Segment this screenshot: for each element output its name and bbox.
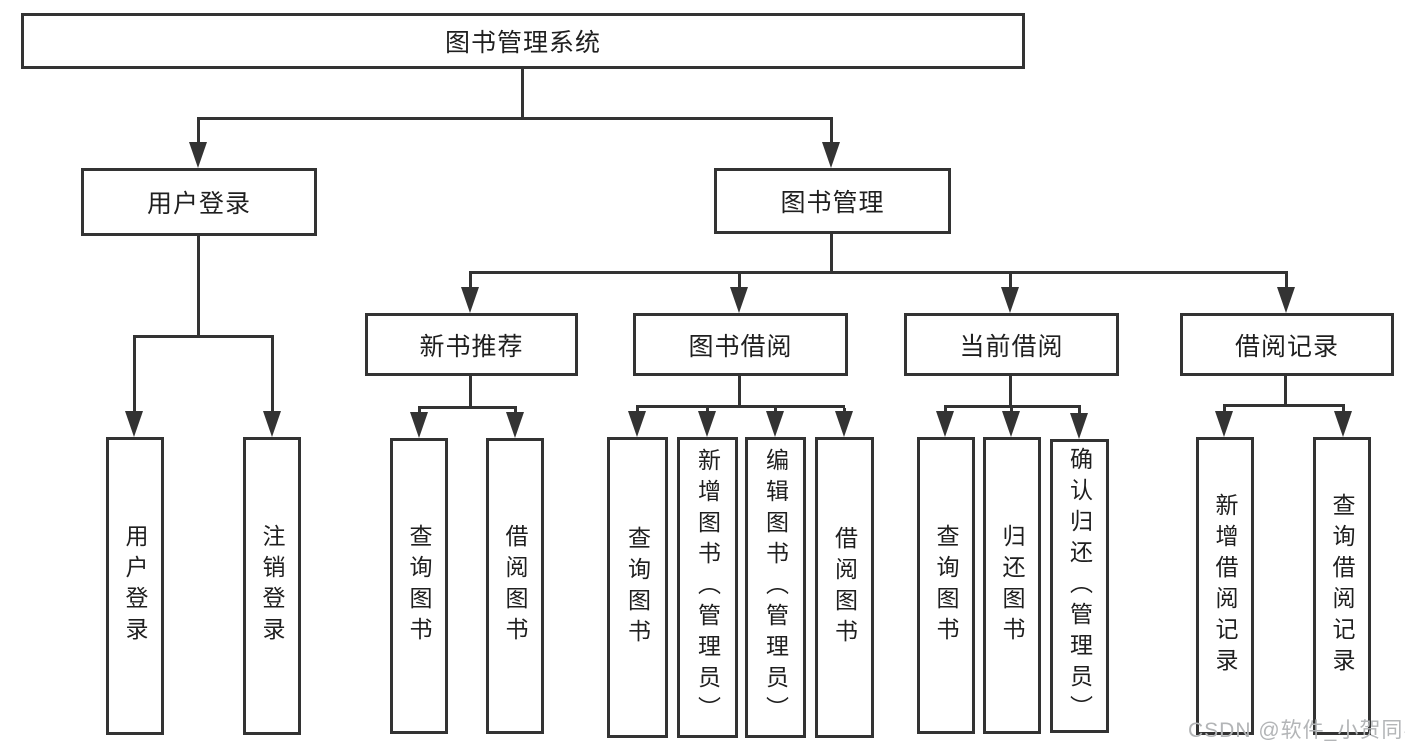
arrow-down-icon — [1070, 408, 1088, 439]
arrow-down-icon — [835, 408, 853, 437]
node-book-management: 图书管理 — [714, 168, 951, 234]
connector-line — [944, 405, 1081, 408]
arrow-down-icon — [936, 408, 954, 437]
arrow-down-icon — [628, 408, 646, 437]
connector-line — [521, 69, 524, 119]
connector-line — [738, 376, 741, 408]
node-leaf-query-book-3: 查询图书 — [917, 437, 975, 734]
node-leaf-edit-book-admin: 编辑图书（管理员） — [745, 437, 806, 738]
arrow-down-icon — [410, 409, 428, 438]
connector-line — [1009, 376, 1012, 408]
connector-line — [133, 335, 274, 338]
connector-line — [197, 234, 200, 338]
arrow-down-icon — [506, 409, 524, 438]
node-current-borrow: 当前借阅 — [904, 313, 1119, 376]
node-leaf-query-borrow-record: 查询借阅记录 — [1313, 437, 1371, 735]
arrow-down-icon — [125, 338, 143, 437]
node-root: 图书管理系统 — [21, 13, 1025, 69]
arrow-down-icon — [1334, 407, 1352, 437]
node-leaf-query-book-1: 查询图书 — [390, 438, 448, 734]
node-borrow-records: 借阅记录 — [1180, 313, 1394, 376]
connector-line — [1223, 404, 1345, 407]
watermark: CSDN @软件_小贺同学 — [1188, 719, 1405, 742]
arrow-down-icon — [189, 120, 207, 168]
node-leaf-user-login: 用户登录 — [106, 437, 164, 735]
arrow-down-icon — [766, 408, 784, 437]
node-leaf-query-book-2: 查询图书 — [607, 437, 668, 738]
connector-line — [636, 405, 845, 408]
node-leaf-confirm-return-admin: 确认归还（管理员） — [1050, 439, 1109, 733]
node-new-book-recommend: 新书推荐 — [365, 313, 578, 376]
node-book-borrow: 图书借阅 — [633, 313, 848, 376]
connector-line — [830, 234, 833, 274]
arrow-down-icon — [1001, 274, 1019, 313]
node-user-login: 用户登录 — [81, 168, 317, 236]
connector-line — [469, 271, 1288, 274]
node-leaf-logout: 注销登录 — [243, 437, 301, 735]
arrow-down-icon — [698, 408, 716, 437]
node-leaf-add-book-admin: 新增图书（管理员） — [677, 437, 738, 738]
connector-line — [418, 406, 517, 409]
arrow-down-icon — [461, 274, 479, 313]
node-leaf-return-book: 归还图书 — [983, 437, 1041, 734]
node-leaf-add-borrow-record: 新增借阅记录 — [1196, 437, 1254, 735]
arrow-down-icon — [263, 338, 281, 437]
arrow-down-icon — [1277, 274, 1295, 313]
connector-line — [1284, 376, 1287, 407]
node-leaf-borrow-book-1: 借阅图书 — [486, 438, 544, 734]
connector-line — [469, 376, 472, 409]
connector-line — [197, 117, 833, 120]
arrow-down-icon — [1215, 407, 1233, 437]
arrow-down-icon — [730, 274, 748, 313]
arrow-down-icon — [1002, 408, 1020, 437]
node-leaf-borrow-book-2: 借阅图书 — [815, 437, 874, 738]
arrow-down-icon — [822, 120, 840, 168]
